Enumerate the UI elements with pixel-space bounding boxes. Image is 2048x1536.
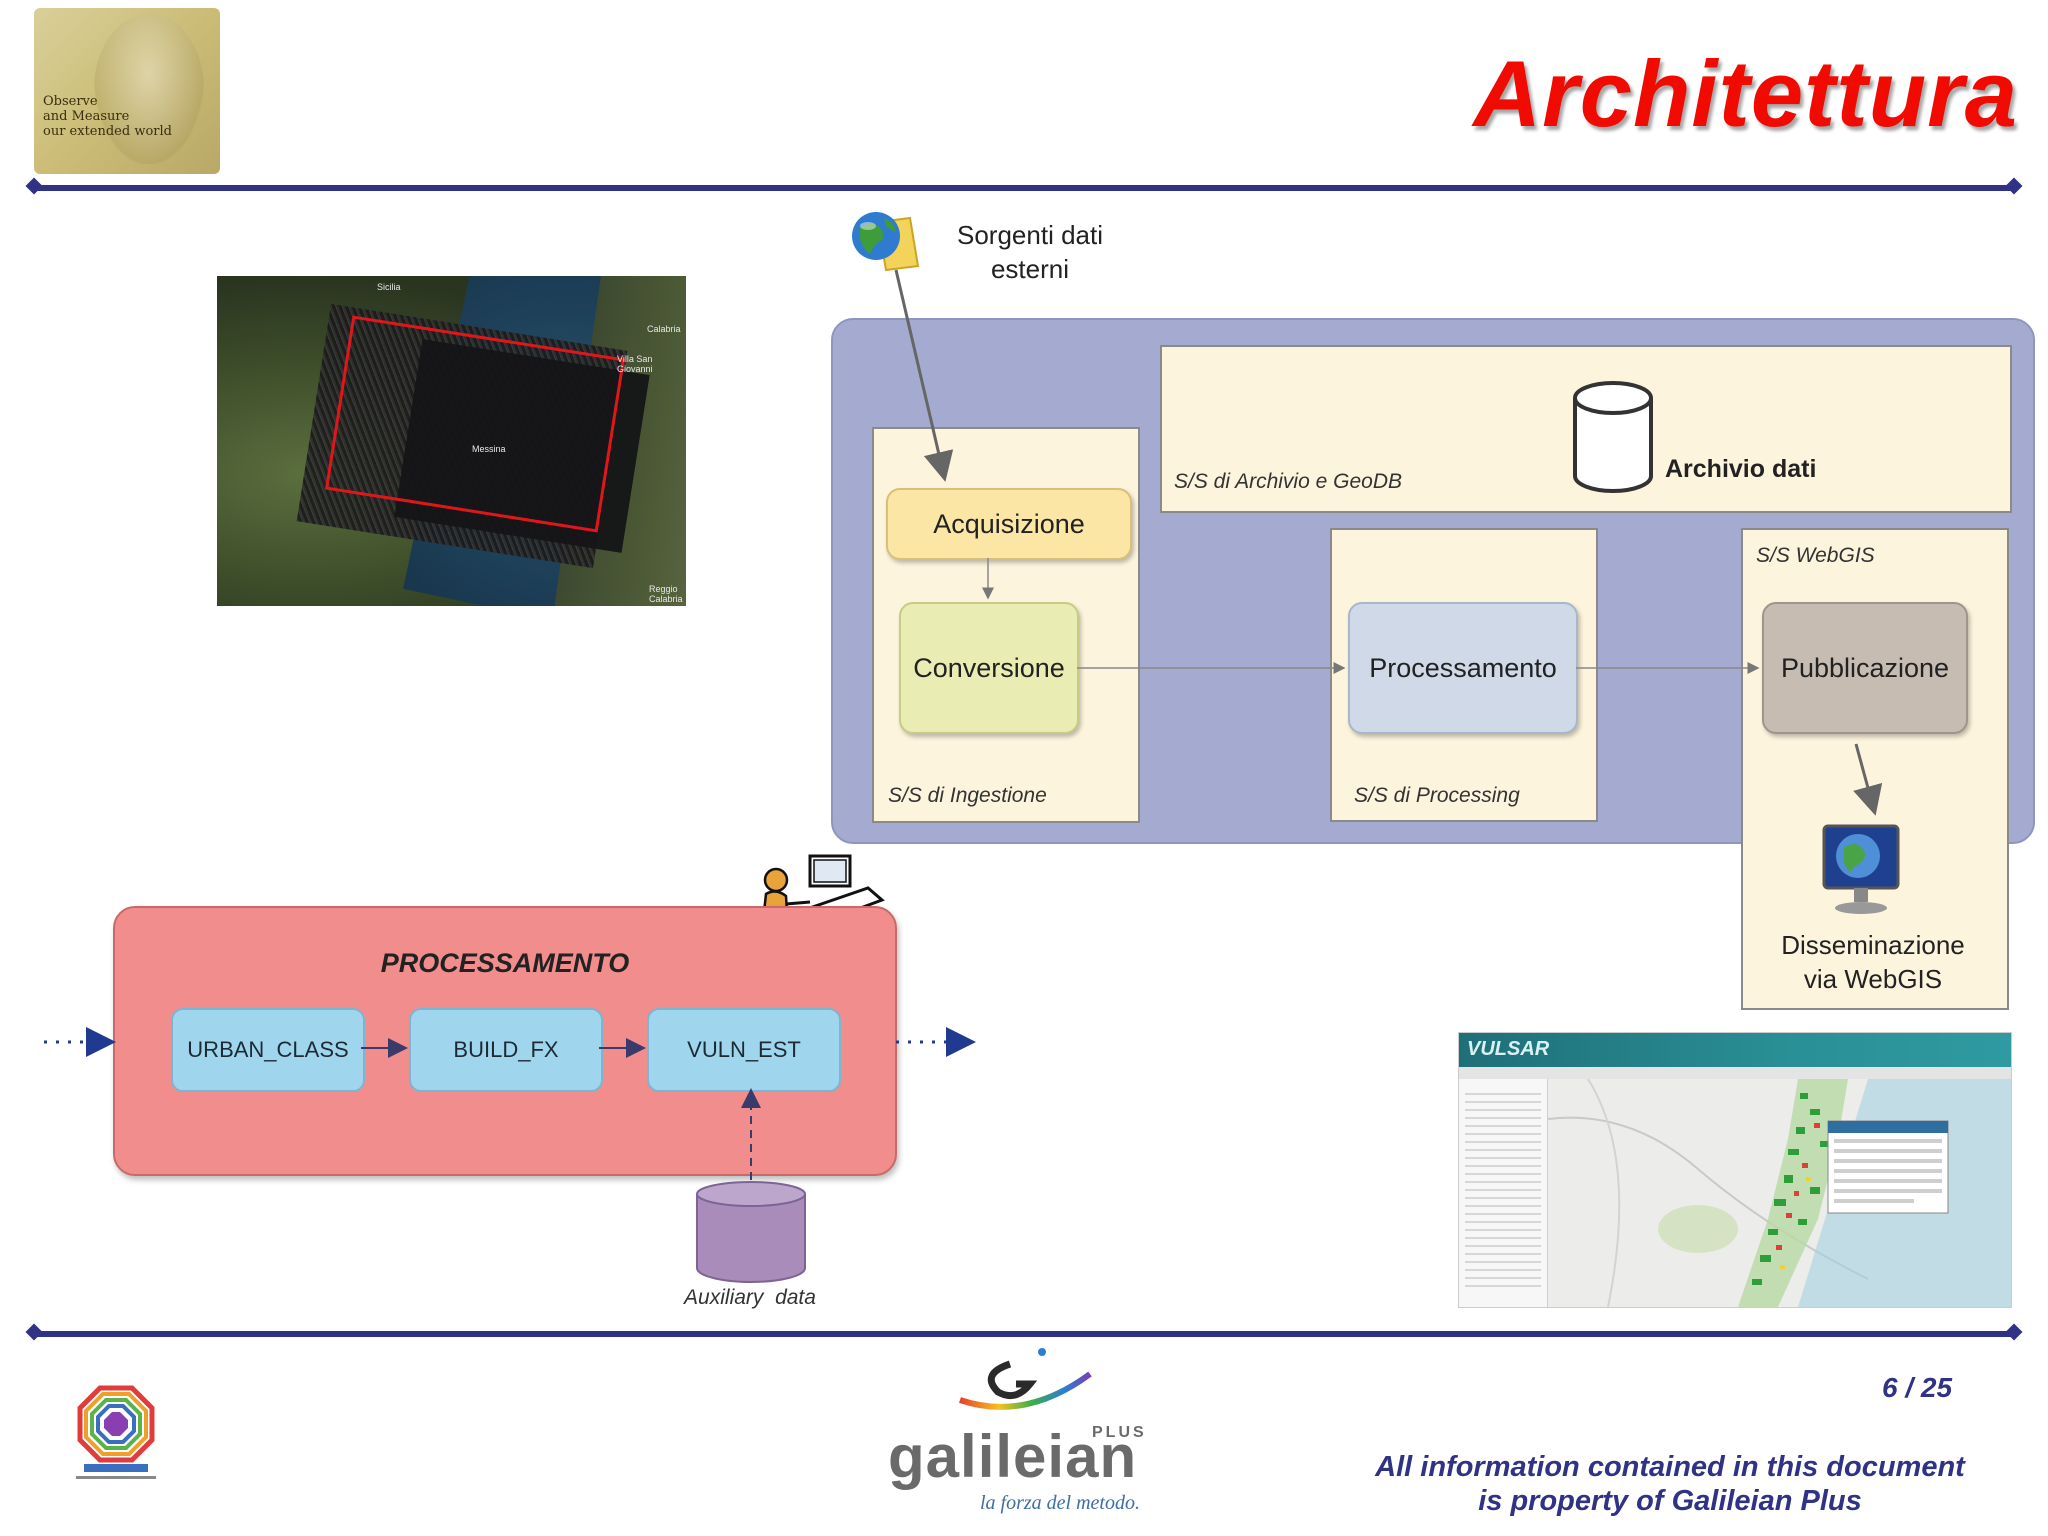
page-title: Architettura: [1473, 41, 2018, 146]
auxiliary-data-label: Auxiliary data: [684, 1286, 816, 1309]
map-label: Reggio Calabria: [649, 584, 683, 604]
monitor-globe-icon: [1818, 822, 1904, 922]
dissemination-label: Disseminazione via WebGIS: [1781, 930, 1965, 994]
architecture-arrows: [894, 269, 1883, 816]
vuln-est-step: VULN_EST: [647, 1008, 841, 1092]
processing-caption: S/S di Processing: [1354, 784, 1520, 807]
portrait-image: [94, 14, 204, 164]
auxiliary-database-icon: [694, 1180, 808, 1286]
archive-label: Archivio dati: [1665, 455, 1817, 483]
database-icon: [1570, 380, 1656, 496]
top-divider: [34, 185, 2014, 191]
webgis-caption: S/S WebGIS: [1756, 544, 1875, 567]
page-number: 6 / 25: [1882, 1372, 1953, 1403]
pubblicazione-to-dissemination-arrow: [1853, 743, 1883, 816]
webgis-header-bar: VULSAR: [1459, 1033, 2011, 1067]
pubblicazione-box: Pubblicazione: [1762, 602, 1968, 734]
external-sources-label: Sorgenti dati esterni: [957, 220, 1103, 284]
processing-chain-title: PROCESSAMENTO: [380, 948, 630, 978]
webgis-layer-panel: [1459, 1079, 1548, 1307]
processamento-box: Processamento: [1348, 602, 1578, 734]
observe-logo: Observe and Measure our extended world: [34, 8, 220, 174]
webgis-app-name: VULSAR: [1467, 1038, 1550, 1060]
map-label: Messina: [472, 444, 506, 454]
webgis-map: [1547, 1078, 2011, 1307]
acquisizione-box: Acquisizione: [886, 488, 1132, 560]
map-label: Villa San Giovanni: [617, 354, 653, 374]
galileian-brand: galileian: [888, 1423, 1138, 1490]
octagon-partner-logo: [76, 1384, 156, 1482]
galileian-plus: PLUS: [1092, 1424, 1147, 1441]
map-label: Calabria: [647, 324, 681, 334]
archive-caption: S/S di Archivio e GeoDB: [1174, 470, 1402, 493]
logo-text: Observe and Measure our extended world: [43, 94, 172, 139]
processing-chain-arrows: [44, 1027, 976, 1180]
conversione-box: Conversione: [899, 602, 1079, 734]
galileian-tagline: la forza del metodo.: [980, 1492, 1140, 1514]
webgis-screenshot: VULSAR: [1458, 1032, 2012, 1308]
bottom-divider: [34, 1331, 2014, 1337]
galileian-swirl-icon: [950, 1344, 1100, 1416]
disclaimer: All information contained in this docume…: [1375, 1451, 1965, 1517]
ingestion-caption: S/S di Ingestione: [888, 784, 1047, 807]
satellite-image: Sicilia Calabria Villa San Giovanni Mess…: [217, 276, 686, 606]
globe-folder-icon: [848, 208, 928, 278]
source-to-acquisizione-arrow: [894, 269, 954, 482]
urban-class-step: URBAN_CLASS: [171, 1008, 365, 1092]
map-label: Sicilia: [377, 282, 401, 292]
build-fx-step: BUILD_FX: [409, 1008, 603, 1092]
processing-chain-box: PROCESSAMENTO URBAN_CLASS BUILD_FX VULN_…: [113, 906, 897, 1176]
